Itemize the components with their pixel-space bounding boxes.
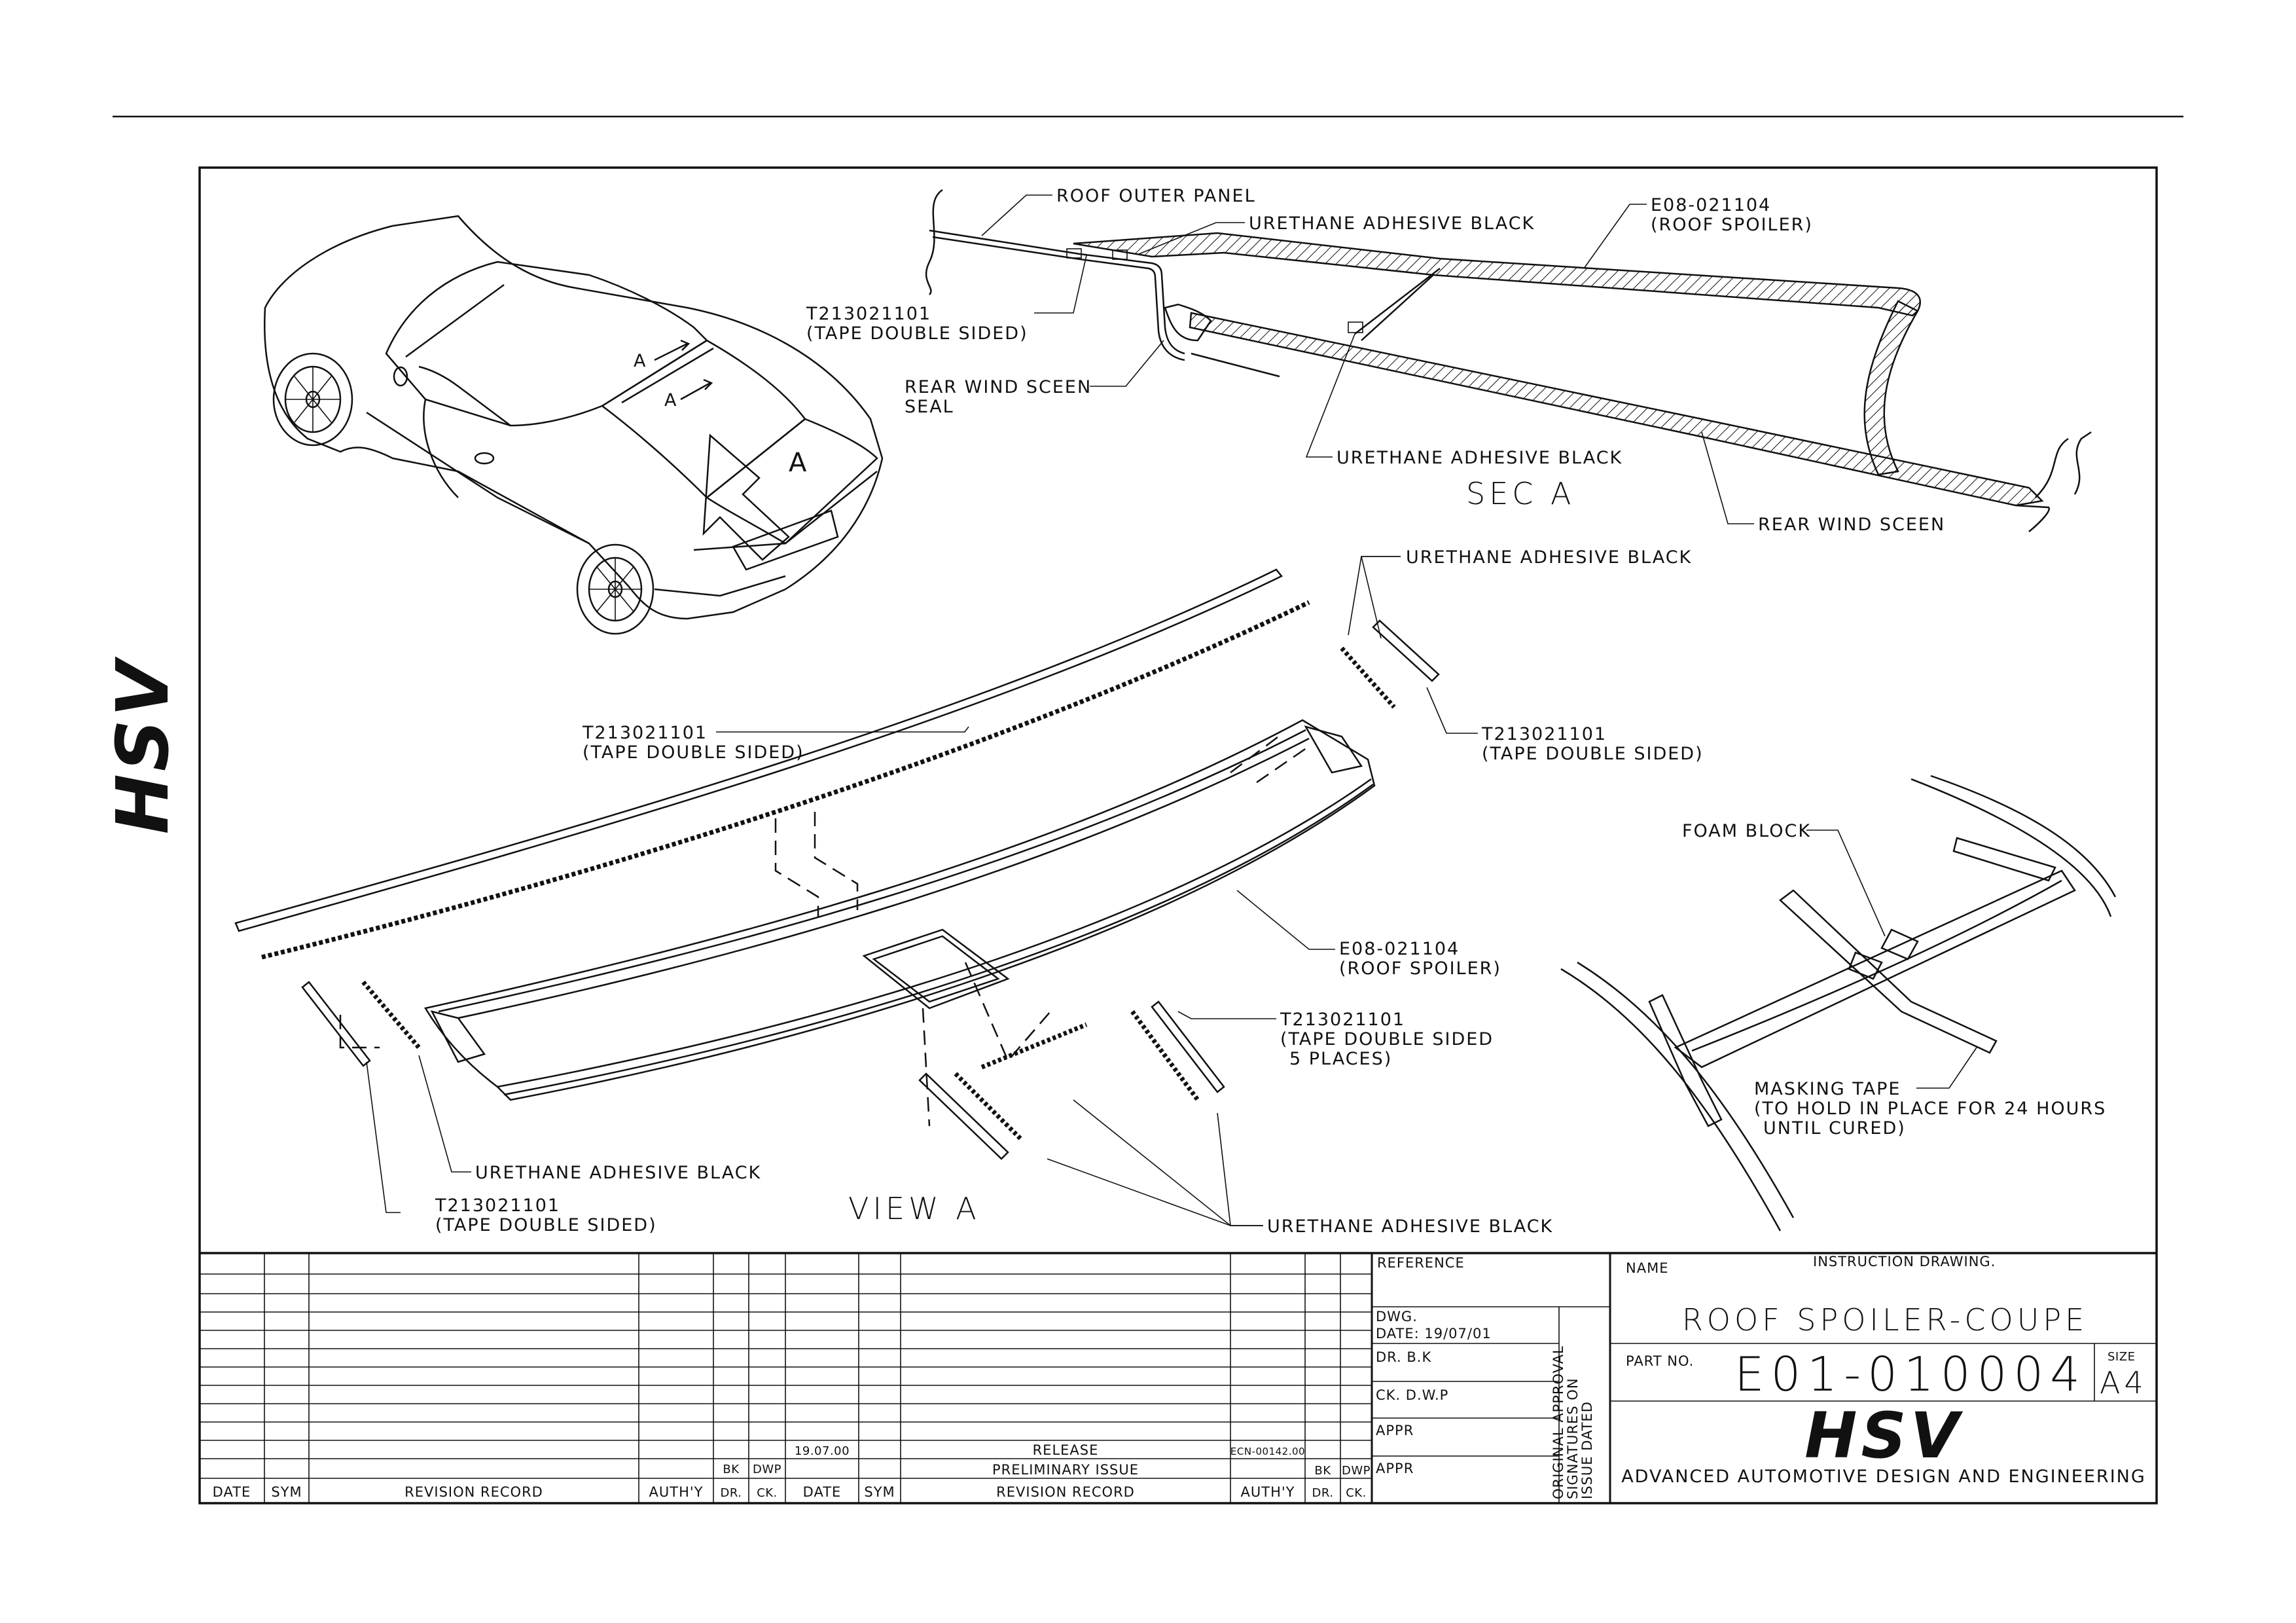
label-ev-spoiler-2: (ROOF SPOILER) (1339, 958, 1501, 979)
car-view-marker-a1: A (634, 351, 647, 371)
rev-row-1-auth: ECN-00142.00 (1230, 1446, 1305, 1457)
label-seal-2: SEAL (905, 397, 954, 417)
rev-header-record-l: REVISION RECORD (404, 1484, 543, 1500)
part-no: E01-010004 (1734, 1347, 2087, 1402)
rev-header-ck-r: CK. (1346, 1486, 1367, 1500)
label-ev-urethane-top-right: URETHANE ADHESIVE BLACK (1406, 547, 1692, 568)
size-value: A4 (2100, 1365, 2147, 1400)
rev-row-2-ck: DWP (1342, 1464, 1371, 1478)
car-isometric-view: A A A (264, 215, 884, 635)
label-tape-2: (TAPE DOUBLE SIDED) (806, 323, 1028, 344)
label-ev-tape-left-2: (TAPE DOUBLE SIDED) (583, 742, 804, 763)
car-view-marker-a2: A (664, 390, 677, 410)
rev-header-dr-r: DR. (1312, 1486, 1334, 1500)
label-ev-tape-mid-1: T213021101 (1280, 1010, 1405, 1030)
label-masking-1: MASKING TAPE (1754, 1079, 1901, 1099)
label-roof-outer-panel: ROOF OUTER PANEL (1056, 186, 1256, 206)
car-view-marker-a3: A (789, 448, 808, 478)
title-block: REFERENCE DWG. DATE: 19/07/01 DR. B.K CK… (200, 1252, 2157, 1503)
rev-header-sym-l: SYM (271, 1484, 302, 1500)
left-small-bk: BK (723, 1463, 740, 1476)
drawing-name: ROOF SPOILER-COUPE (1682, 1302, 2088, 1338)
label-seal-1: REAR WIND SCEEN (905, 377, 1092, 397)
appr-2: APPR (1376, 1461, 1414, 1476)
label-masking-2: (TO HOLD IN PLACE FOR 24 HOURS (1754, 1099, 2106, 1119)
instruction-label: INSTRUCTION DRAWING. (1813, 1254, 1996, 1269)
rev-header-ck-l: CK. (757, 1486, 778, 1500)
checked-by: CK. D.W.P (1376, 1387, 1448, 1403)
dwg-date: DATE: 19/07/01 (1376, 1326, 1492, 1341)
label-ev-spoiler-1: E08-021104 (1339, 939, 1460, 959)
label-spoiler-part-2: (ROOF SPOILER) (1651, 215, 1813, 235)
rev-header-date-r: DATE (803, 1484, 842, 1500)
side-logo: HSV (101, 656, 185, 834)
rev-row-2-dr: BK (1314, 1464, 1331, 1478)
rev-row-1-date: 19.07.00 (795, 1444, 850, 1458)
approval-line-3: ISSUE DATED (1579, 1401, 1595, 1499)
rev-row-2-record: PRELIMINARY ISSUE (992, 1462, 1139, 1478)
label-ev-tape-right-2: (TAPE DOUBLE SIDED) (1482, 744, 1704, 764)
label-ev-tape-mid-2: (TAPE DOUBLE SIDED (1280, 1029, 1494, 1049)
label-ev-tape-bottom-2: (TAPE DOUBLE SIDED) (435, 1215, 657, 1235)
label-foam-block: FOAM BLOCK (1682, 821, 1811, 841)
label-ev-urethane-left: URETHANE ADHESIVE BLACK (475, 1163, 761, 1183)
section-a-view: ROOF OUTER PANEL URETHANE ADHESIVE BLACK… (806, 186, 2092, 535)
name-label: NAME (1626, 1260, 1668, 1276)
rev-header-dr-l: DR. (721, 1486, 742, 1500)
title-logo: HSV (1804, 1399, 1963, 1472)
company-name: ADVANCED AUTOMOTIVE DESIGN AND ENGINEERI… (1621, 1467, 2146, 1487)
section-a-title: SEC A (1466, 476, 1575, 511)
label-ev-urethane-bottom: URETHANE ADHESIVE BLACK (1267, 1216, 1553, 1237)
label-tape-1: T213021101 (806, 304, 931, 324)
label-ev-tape-mid-3: 5 PLACES) (1289, 1049, 1392, 1069)
approval-line-1: ORIGINAL APPROVAL (1551, 1345, 1566, 1499)
view-a-title: VIEW A (848, 1191, 980, 1226)
label-masking-3: UNTIL CURED) (1763, 1118, 1906, 1139)
rev-header-sym-r: SYM (864, 1484, 895, 1500)
side-logo-text: HSV (101, 656, 185, 834)
left-small-dwp: DWP (753, 1463, 781, 1476)
drawn-by: DR. B.K (1376, 1349, 1431, 1365)
label-ev-tape-right-1: T213021101 (1481, 724, 1607, 744)
part-no-label: PART NO. (1626, 1353, 1694, 1369)
approval-line-2: SIGNATURES ON (1565, 1377, 1581, 1499)
label-rear-wind-sceen: REAR WIND SCEEN (1758, 515, 1945, 535)
rev-header-auth-l: AUTH'Y (649, 1484, 704, 1500)
rev-header-date-l: DATE (213, 1484, 251, 1500)
label-urethane-bottom: URETHANE ADHESIVE BLACK (1336, 448, 1623, 468)
drawing-frame (198, 166, 2158, 1504)
rev-row-1-record: RELEASE (1033, 1442, 1099, 1458)
size-label: SIZE (2108, 1350, 2135, 1364)
detail-view: FOAM BLOCK MASKING TAPE (TO HOLD IN PLAC… (1560, 775, 2117, 1231)
dwg-label: DWG. (1376, 1309, 1418, 1324)
rev-header-auth-r: AUTH'Y (1241, 1484, 1295, 1500)
label-urethane-top: URETHANE ADHESIVE BLACK (1249, 213, 1535, 234)
label-ev-tape-left-1: T213021101 (582, 723, 708, 743)
revision-grid (200, 1253, 1372, 1503)
appr-1: APPR (1376, 1423, 1414, 1438)
exploded-view-a: URETHANE ADHESIVE BLACK T213021101 (TAPE… (234, 547, 1704, 1237)
label-ev-tape-bottom-1: T213021101 (435, 1195, 560, 1216)
label-spoiler-part-1: E08-021104 (1651, 195, 1771, 215)
rev-header-record-r: REVISION RECORD (996, 1484, 1135, 1500)
reference-label: REFERENCE (1377, 1255, 1465, 1271)
